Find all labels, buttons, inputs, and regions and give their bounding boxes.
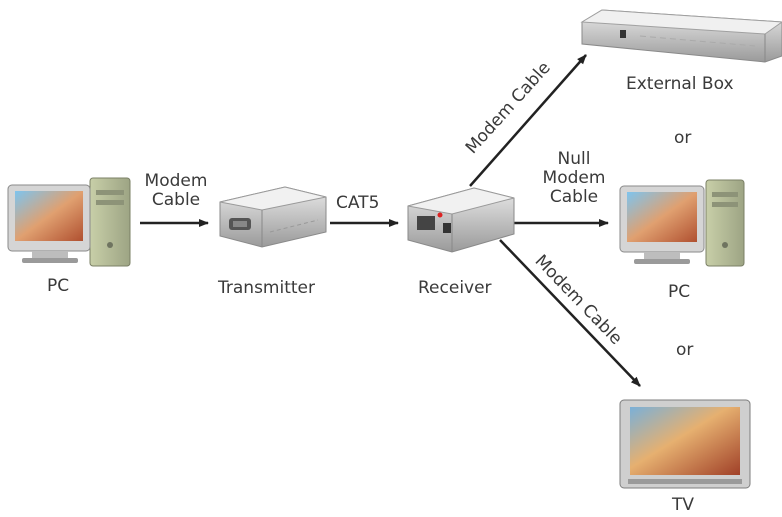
transmitter-label: Transmitter xyxy=(218,278,315,298)
null-modem-cable-label: Null Modem Cable xyxy=(542,149,606,207)
pc-left-label: PC xyxy=(47,276,70,296)
cat5-label: CAT5 xyxy=(336,193,380,213)
arrow-receiver-to-external-box xyxy=(469,54,587,187)
external-box-label: External Box xyxy=(626,74,734,94)
pc-left-icon xyxy=(7,177,131,267)
receiver-icon xyxy=(407,187,515,253)
pc-right-icon xyxy=(619,179,745,267)
tv-label: TV xyxy=(672,495,695,515)
pc-right-label: PC xyxy=(668,282,691,302)
external-box-icon xyxy=(580,9,782,63)
tv-icon xyxy=(619,399,751,489)
or-label-1: or xyxy=(674,128,692,148)
or-label-2: or xyxy=(676,340,694,360)
transmitter-icon xyxy=(219,186,327,248)
modem-cable-label-left: Modem Cable xyxy=(144,171,208,210)
arrow-receiver-to-tv xyxy=(499,239,641,387)
receiver-label: Receiver xyxy=(418,278,492,298)
